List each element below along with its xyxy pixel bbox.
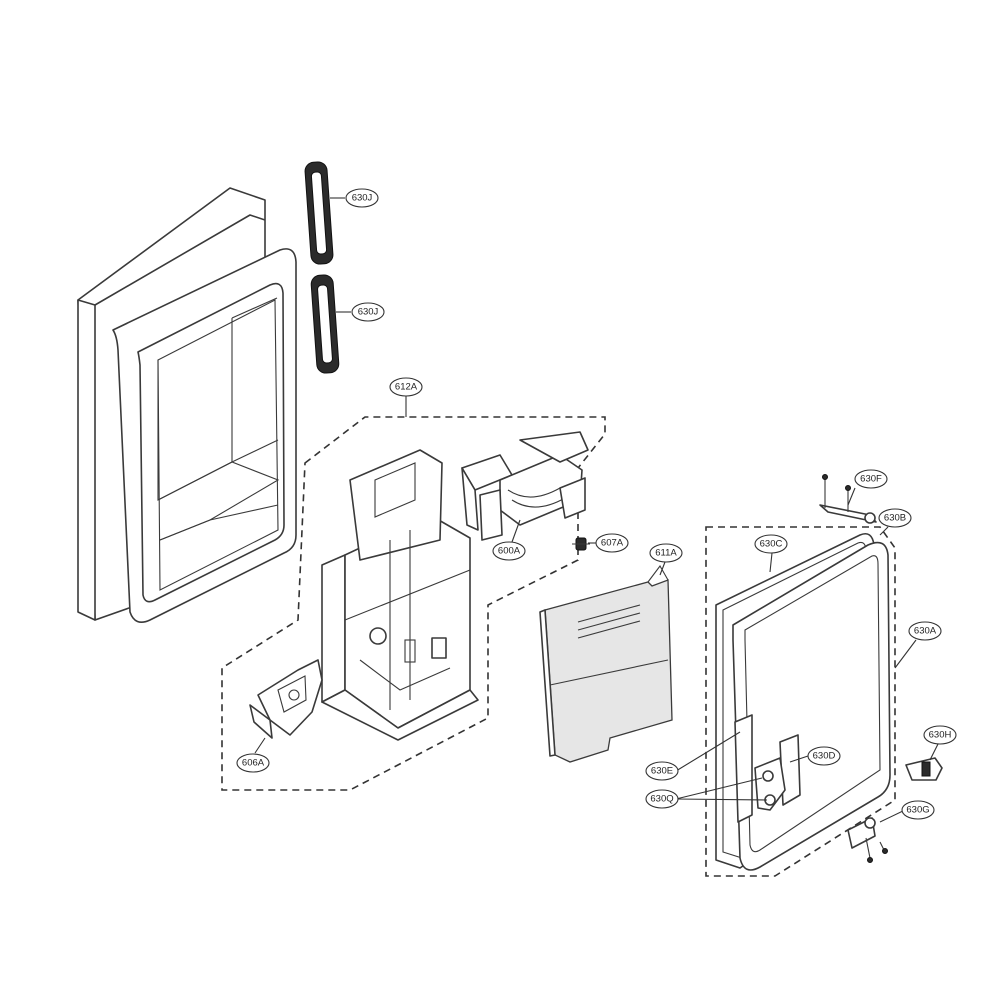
callout-630B: 630B — [878, 508, 912, 528]
dispenser-cover-611A — [539, 565, 673, 763]
part-630J-lower — [310, 274, 340, 374]
handle-630D — [754, 734, 801, 811]
callout-630A: 630A — [908, 621, 942, 641]
callout-630G: 630G — [901, 800, 935, 820]
callout-630H-text: 630H — [929, 730, 952, 741]
hinge-630F — [819, 474, 877, 524]
callout-630J-top-text: 630J — [352, 193, 373, 204]
callout-630Q: 630Q — [645, 789, 679, 809]
leader-lines — [254, 197, 939, 823]
callout-630E: 630E — [645, 761, 679, 781]
dispenser-housing — [321, 449, 479, 741]
group-630A-boundary — [705, 526, 896, 877]
part-607A — [572, 537, 590, 551]
callout-630F: 630F — [854, 469, 888, 489]
callout-630J-top: 630J — [345, 188, 379, 208]
hinge-630G — [847, 817, 888, 863]
callout-630B-text: 630B — [884, 513, 906, 524]
group-612A-boundary — [221, 416, 606, 791]
part-630J-upper — [304, 161, 334, 265]
callout-606A-text: 606A — [242, 758, 265, 769]
callout-630A-text: 630A — [914, 626, 937, 637]
callout-612A: 612A — [389, 377, 423, 397]
callout-630D: 630D — [807, 746, 841, 766]
part-606A — [249, 659, 323, 739]
ice-maker-600A — [461, 431, 589, 541]
callout-630G-text: 630G — [906, 805, 929, 816]
callout-612A-text: 612A — [395, 382, 418, 393]
callout-630J-bottom-text: 630J — [358, 307, 379, 318]
refrigerator-door — [77, 187, 297, 623]
callout-611A-text: 611A — [655, 548, 677, 559]
callout-630E-text: 630E — [651, 766, 673, 777]
callout-630H: 630H — [923, 725, 957, 745]
hinge-630E — [734, 714, 753, 823]
callout-630J-bottom: 630J — [351, 302, 385, 322]
callout-630Q-text: 630Q — [650, 794, 673, 805]
callout-600A: 600A — [492, 541, 526, 561]
callout-611A: 611A — [649, 543, 683, 563]
callout-630C-text: 630C — [760, 539, 783, 550]
callout-630F-text: 630F — [860, 474, 882, 485]
callout-630C: 630C — [754, 534, 788, 554]
callout-607A: 607A — [595, 533, 629, 553]
callout-630D-text: 630D — [813, 751, 836, 762]
callout-607A-text: 607A — [601, 538, 624, 549]
callout-606A: 606A — [236, 753, 270, 773]
part-630H — [905, 757, 943, 781]
callout-600A-text: 600A — [498, 546, 521, 557]
